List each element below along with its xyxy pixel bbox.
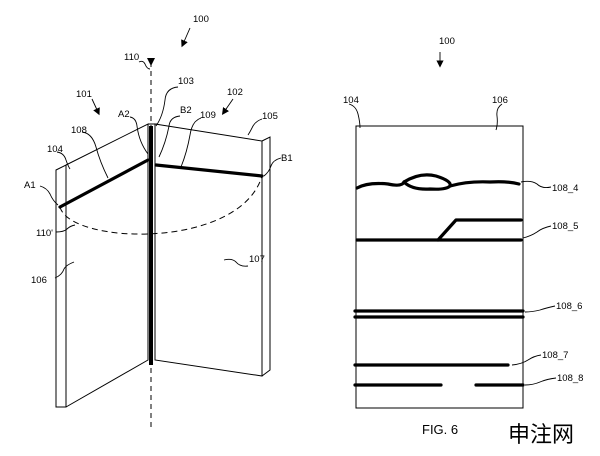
label-107: 107 xyxy=(249,254,265,265)
label-101: 101 xyxy=(76,89,92,100)
label-109: 109 xyxy=(200,110,216,121)
leader-a2 xyxy=(129,116,149,155)
leader-107 xyxy=(223,258,249,267)
leader-106 xyxy=(54,261,75,279)
leader-103 xyxy=(155,86,179,127)
leader-b2 xyxy=(158,115,181,158)
label-108-7: 108_7 xyxy=(542,350,568,361)
label-b2: B2 xyxy=(180,105,192,116)
label-104-right: 104 xyxy=(343,95,359,106)
leader-110p xyxy=(55,224,76,233)
leader-b1 xyxy=(263,157,282,177)
leader-104 xyxy=(56,151,71,170)
panel-outline xyxy=(355,125,524,409)
label-100-right: 100 xyxy=(439,36,455,47)
leader-a1 xyxy=(39,185,59,206)
leader-110 xyxy=(138,60,151,70)
leader-108 xyxy=(81,131,109,179)
label-102: 102 xyxy=(227,87,243,98)
dashed-arc-110p xyxy=(59,175,263,235)
line-109-b2-b1 xyxy=(154,163,264,178)
leader-108-5 xyxy=(522,225,552,239)
leader-104-right xyxy=(348,103,361,129)
leader-109 xyxy=(180,117,202,168)
label-a2: A2 xyxy=(118,109,130,120)
leader-106-right xyxy=(495,103,503,131)
label-108: 108 xyxy=(71,125,87,136)
line-108-5-upper xyxy=(355,218,523,242)
label-108-6: 108_6 xyxy=(556,301,582,312)
leader-108-8 xyxy=(524,377,557,386)
left-panel-edge xyxy=(55,164,67,408)
unfolded-panel-figure: 100 104 106 108_4 108_5 108_6 108_7 108_… xyxy=(343,36,583,409)
label-100-left: 100 xyxy=(193,14,209,25)
label-110p: 110' xyxy=(36,228,53,239)
label-108-4: 108_4 xyxy=(552,183,578,194)
leader-108-4 xyxy=(520,180,552,189)
right-panel-face xyxy=(154,123,263,377)
ref-arrow-100 xyxy=(181,27,191,48)
label-108-8: 108_8 xyxy=(557,373,583,384)
label-108-5: 108_5 xyxy=(552,221,578,232)
label-a1: A1 xyxy=(24,180,36,191)
leader-108-7 xyxy=(511,354,542,366)
ref-arrow-101 xyxy=(91,98,100,116)
watermark-logo: 申注网 xyxy=(508,423,574,448)
figure-caption: FIG. 6 xyxy=(422,422,458,437)
leader-105 xyxy=(247,118,263,136)
leader-108-6 xyxy=(524,305,556,313)
left-panel-face xyxy=(65,123,149,408)
label-104-left: 104 xyxy=(47,144,63,155)
label-103: 103 xyxy=(178,76,194,87)
label-105: 105 xyxy=(262,111,278,122)
folded-device-figure: 100 110 103 101 102 A2 B2 109 105 108 10… xyxy=(24,14,293,430)
label-110: 110 xyxy=(124,52,139,63)
right-panel-edge xyxy=(261,136,271,377)
label-106-right: 106 xyxy=(492,95,508,106)
line-108-4 xyxy=(355,173,521,190)
line-108-4-bump xyxy=(402,180,452,191)
label-106-left: 106 xyxy=(31,275,47,286)
label-b1: B1 xyxy=(281,153,293,164)
ref-arrow-102 xyxy=(221,98,234,115)
line-108-a1-a2 xyxy=(58,158,150,209)
